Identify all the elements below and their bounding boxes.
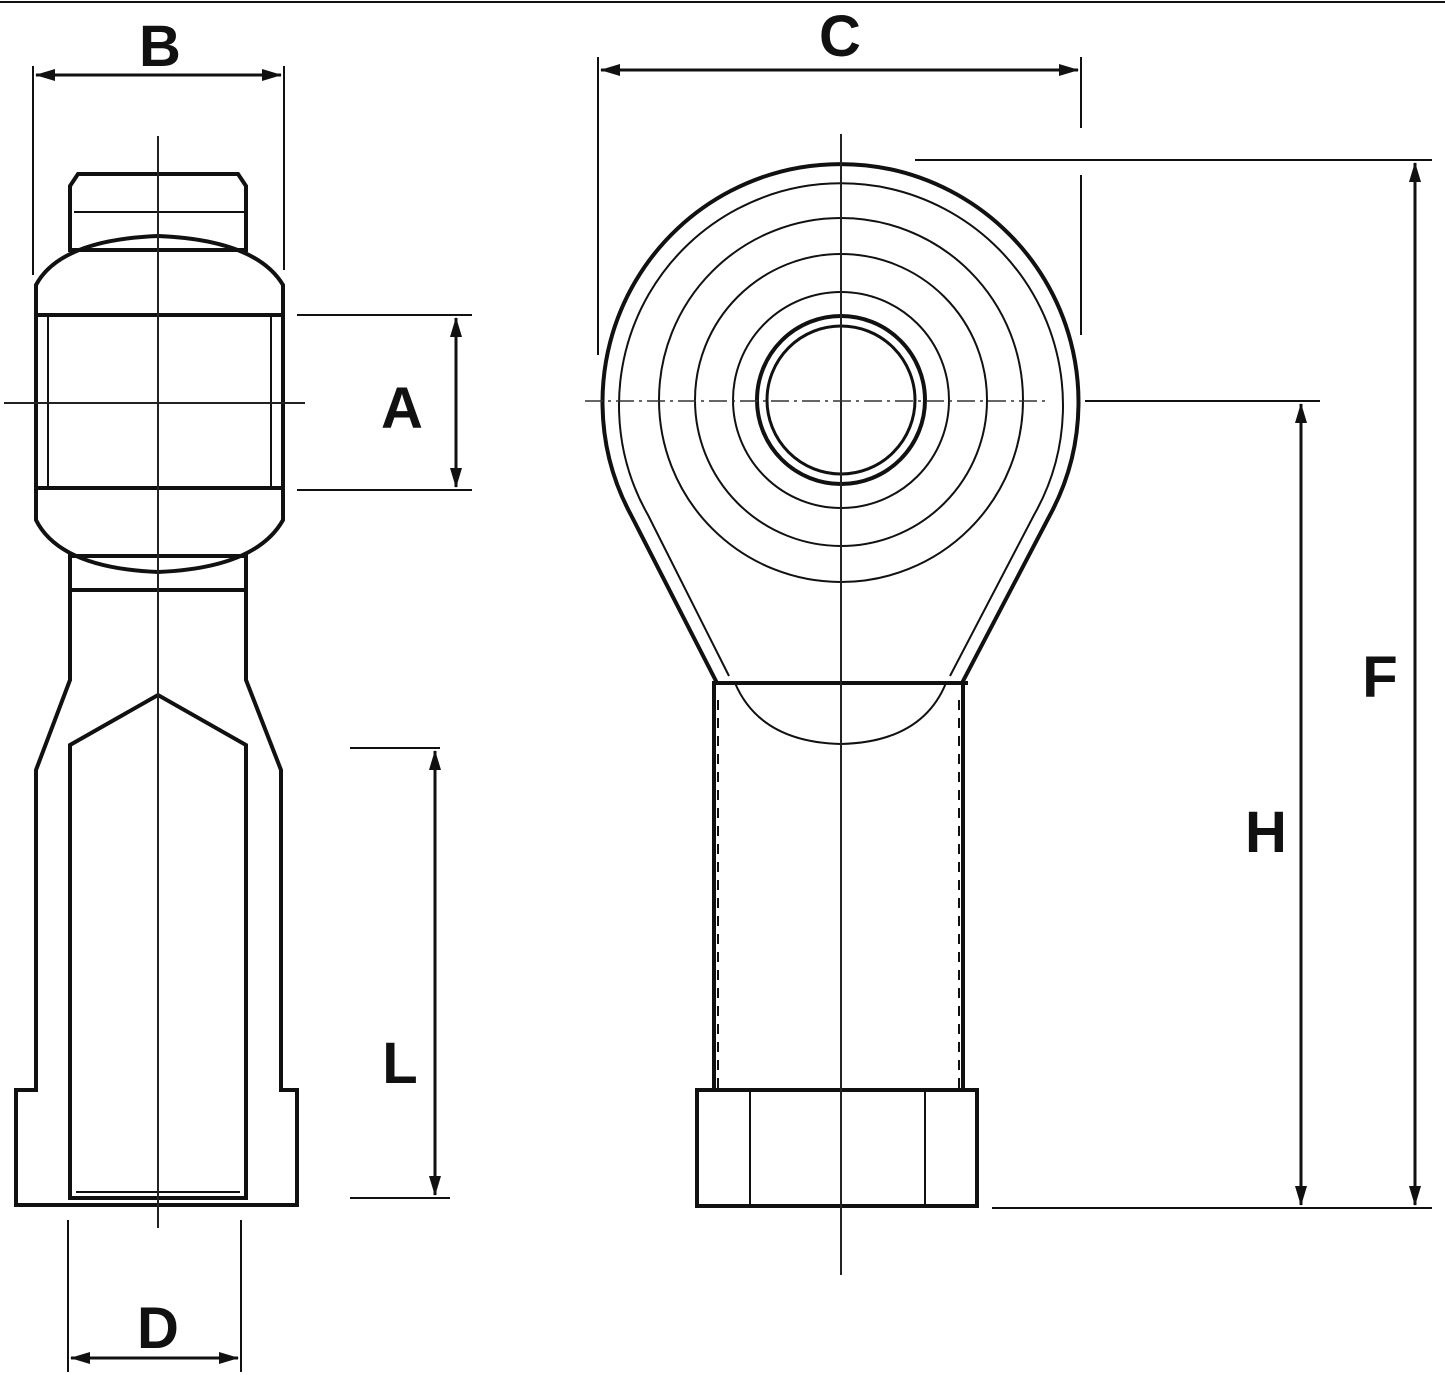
label-f: F (1362, 645, 1397, 710)
dimension-h: H (1085, 400, 1320, 1206)
dimension-a: A (297, 314, 472, 491)
dimension-b: B (32, 14, 285, 275)
label-d: D (137, 1296, 179, 1361)
label-b: B (139, 14, 181, 79)
dimension-f: F (915, 159, 1432, 1209)
hex-section (695, 1088, 979, 1208)
section-shank-body (14, 588, 299, 1207)
dimension-d: D (67, 1220, 242, 1372)
front-view (585, 134, 1081, 1275)
label-c: C (819, 4, 861, 69)
section-top-cap (68, 172, 248, 252)
dimension-l: L (350, 747, 450, 1199)
section-view (4, 136, 305, 1228)
section-thread-bore (68, 692, 248, 1200)
label-h: H (1245, 800, 1287, 865)
label-a: A (381, 376, 423, 441)
dimension-c: C (597, 4, 1082, 355)
section-bore (34, 313, 285, 490)
label-l: L (382, 1031, 417, 1096)
